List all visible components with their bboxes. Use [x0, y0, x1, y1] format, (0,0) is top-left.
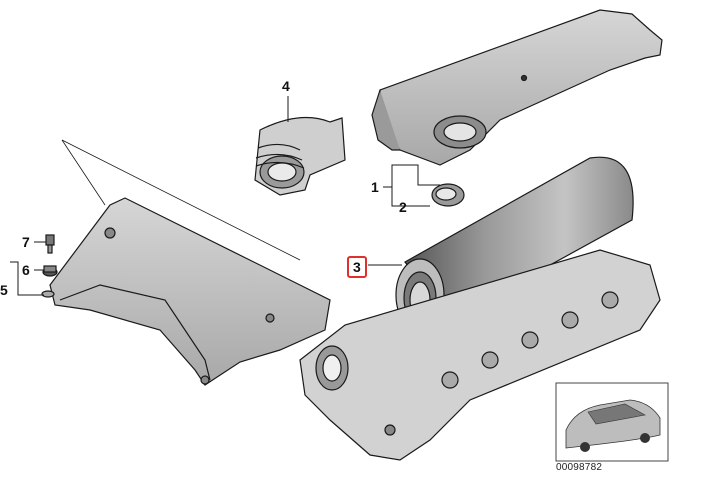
- upper-engine-cover: [371, 9, 663, 166]
- callout-part-4: 4: [282, 78, 290, 94]
- vehicle-thumbnail: [555, 382, 669, 462]
- fastener-stack: [41, 234, 58, 298]
- lower-engine-cover: [49, 197, 331, 386]
- callout-part-1: 1: [371, 179, 379, 195]
- leader-lines: [10, 96, 440, 296]
- callout-part-7: 7: [22, 234, 30, 250]
- assembly-guide-lines: [61, 139, 301, 261]
- callout-part-6: 6: [22, 262, 30, 278]
- cylinder-head-manifold: [299, 249, 661, 461]
- coupling-ring-part: [431, 183, 465, 207]
- callout-part-2: 2: [399, 199, 407, 215]
- callout-part-5: 5: [0, 282, 8, 298]
- callout-part-3[interactable]: 3: [347, 256, 367, 278]
- diagram-reference-code: 00098782: [556, 462, 603, 473]
- intake-boot-part: [254, 116, 346, 196]
